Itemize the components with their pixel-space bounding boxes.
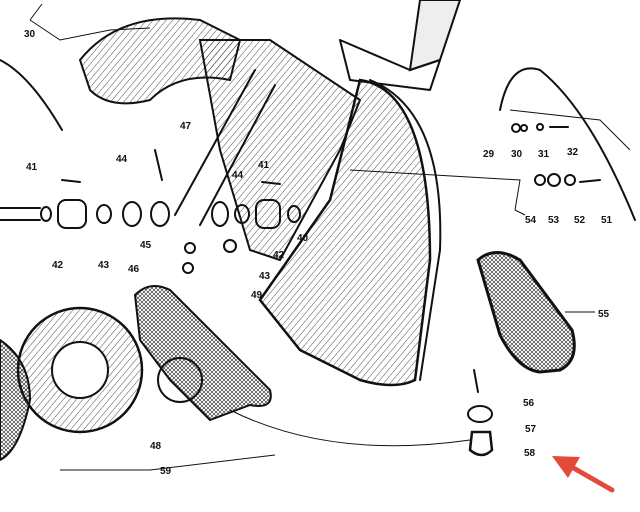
part-label-53: 53	[548, 215, 560, 226]
part-label-58: 58	[524, 448, 536, 459]
part-31	[536, 123, 544, 131]
part-label-44: 44	[116, 154, 128, 165]
bushing-42-left	[57, 199, 87, 229]
part-label-41: 41	[26, 162, 38, 173]
part-label-30: 30	[24, 29, 36, 40]
part-label-47: 47	[180, 121, 192, 132]
ring-44-right	[211, 201, 229, 227]
part-label-49: 49	[251, 290, 263, 301]
mudguard-rim	[369, 79, 442, 381]
part-label-29: 29	[483, 149, 495, 160]
axle-spindle	[0, 207, 41, 221]
part-label-43: 43	[259, 271, 271, 282]
diagonal-tube	[174, 69, 276, 226]
part-label-42: 42	[52, 260, 64, 271]
part-53	[547, 173, 561, 187]
curved-rod-left	[0, 59, 63, 131]
part-label-32: 32	[567, 147, 579, 158]
mudguard-stay	[499, 67, 636, 221]
part-label-55: 55	[598, 309, 610, 320]
washer-40	[287, 205, 301, 223]
stay-leader	[509, 109, 631, 151]
part-30b	[520, 124, 528, 132]
part-58-plug	[468, 430, 494, 457]
part-label-48: 48	[150, 441, 162, 452]
brake-drum-center	[51, 341, 109, 399]
pin-47	[154, 149, 163, 181]
cone-left	[150, 201, 170, 227]
pin-41-left	[61, 179, 81, 183]
brake-shoe-left	[0, 338, 32, 462]
brake-arm	[133, 285, 272, 422]
ring-44-left	[122, 201, 142, 227]
part-label-31: 31	[538, 149, 550, 160]
part-label-57: 57	[525, 424, 537, 435]
part-label-52: 52	[574, 215, 586, 226]
leader-sweep	[229, 409, 471, 447]
part-label-54: 54	[525, 215, 537, 226]
brake-hub	[157, 357, 203, 403]
frame-bracket	[339, 39, 441, 91]
fork-tube-top	[408, 0, 462, 72]
rubber-pad-55	[476, 251, 576, 374]
part-54	[534, 174, 546, 186]
part-52	[564, 174, 576, 186]
part-label-43: 43	[98, 260, 110, 271]
part-label-42: 42	[273, 250, 285, 261]
washer-43-left	[96, 204, 112, 224]
part-label-40: 40	[297, 233, 309, 244]
nut-46	[182, 262, 194, 274]
mudguard-side	[258, 78, 432, 387]
pin-41-right	[261, 181, 281, 185]
washer-right	[234, 204, 250, 224]
part-56-screw	[473, 369, 479, 393]
washer-a	[40, 206, 52, 222]
part-29	[511, 123, 521, 133]
bushing-42-right	[255, 199, 281, 229]
arrow-icon	[552, 456, 615, 493]
part-label-41: 41	[258, 160, 270, 171]
leader-54-51	[349, 169, 526, 216]
part-51-bolt	[579, 179, 601, 183]
part-label-44: 44	[232, 170, 244, 181]
part-label-45: 45	[140, 240, 152, 251]
part-label-51: 51	[601, 215, 613, 226]
part-label-30: 30	[511, 149, 523, 160]
nut-45	[184, 242, 196, 254]
leader-59	[60, 454, 276, 471]
part-label-59: 59	[160, 466, 172, 477]
part-57-washer	[467, 405, 493, 423]
part-label-56: 56	[523, 398, 535, 409]
part-label-46: 46	[128, 264, 140, 275]
nut-49	[223, 239, 237, 253]
